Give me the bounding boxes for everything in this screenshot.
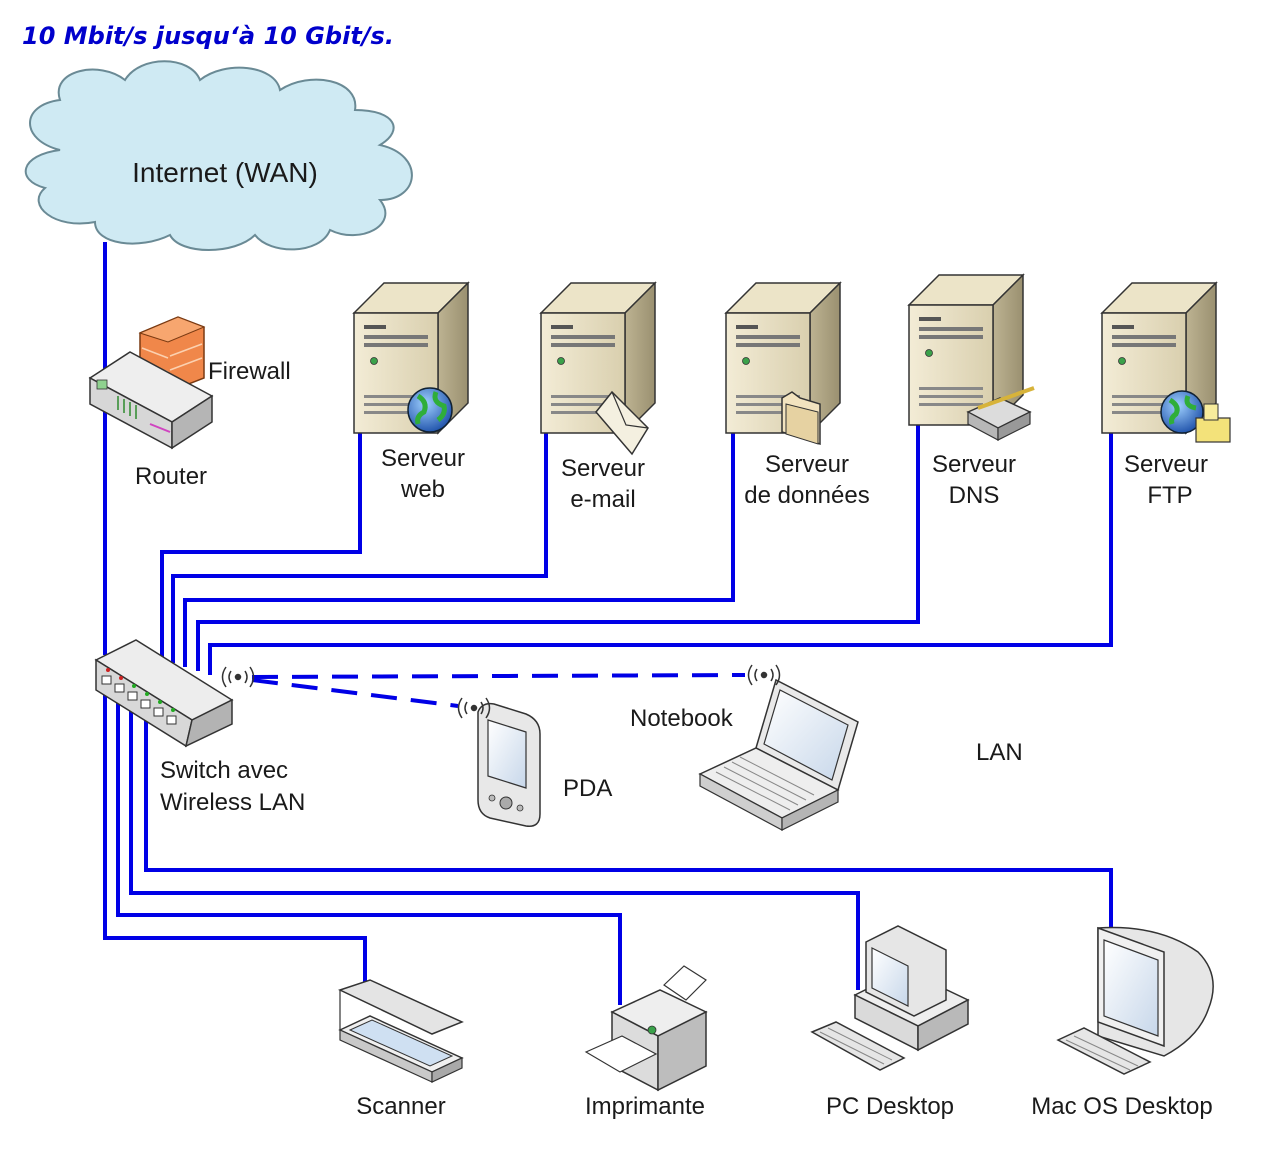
pda-label: PDA — [563, 775, 612, 802]
router-icon — [88, 351, 214, 450]
firewall-label: Firewall — [208, 358, 291, 385]
wire-printer — [116, 698, 622, 1005]
scanner-icon — [338, 979, 464, 1083]
wireless-antenna-icon — [221, 666, 255, 688]
notebook-device: Notebook — [630, 664, 859, 832]
pda-antenna-icon — [457, 697, 491, 719]
server-email: Serveur e-mail — [540, 282, 656, 513]
server-ftp-label-1: Serveur — [1124, 451, 1208, 478]
printer-device: Imprimante — [584, 965, 708, 1120]
wireless-link-notebook — [251, 673, 746, 679]
pc-device: PC Desktop — [810, 925, 970, 1120]
wire-mac — [144, 710, 1113, 930]
wireless-link-pda — [251, 678, 459, 708]
notebook-antenna-icon — [747, 664, 781, 686]
lan-zone-label: LAN — [976, 739, 1023, 766]
pda-icon — [477, 702, 541, 827]
wire-scanner — [103, 690, 367, 985]
mac-device: Mac OS Desktop — [1031, 926, 1214, 1120]
server-ftp-label-2: FTP — [1147, 482, 1192, 509]
router-label: Router — [135, 463, 207, 490]
wire-server-dns — [196, 412, 920, 671]
server-data-label-1: Serveur — [765, 451, 849, 478]
server-web-label-2: web — [400, 476, 445, 503]
server-data: Serveur de données — [725, 282, 870, 509]
switch-label-1: Switch avec — [160, 757, 288, 784]
server-email-label-2: e-mail — [570, 486, 635, 513]
scanner-device: Scanner — [338, 979, 464, 1120]
wire-server-ftp — [208, 425, 1113, 675]
wire-pc — [129, 704, 860, 990]
printer-label: Imprimante — [585, 1093, 705, 1120]
server-email-label-1: Serveur — [561, 455, 645, 482]
pda-device: PDA — [457, 697, 612, 827]
switch-icon — [94, 639, 234, 748]
wire-server-email — [171, 418, 548, 663]
header-caption: 10 Mbit/s jusqu‘à 10 Gbit/s. — [22, 22, 394, 50]
pc-desktop-icon — [810, 925, 970, 1071]
wireless-links — [251, 673, 746, 708]
tray-icon — [966, 386, 1035, 441]
server-data-label-2: de données — [744, 482, 869, 509]
folder-icon — [781, 391, 821, 446]
internet-cloud: Internet (WAN) — [24, 60, 413, 251]
printer-icon — [584, 965, 708, 1092]
notebook-label: Notebook — [630, 705, 734, 732]
server-dns-label-2: DNS — [949, 482, 1000, 509]
cloud-shape — [24, 60, 413, 251]
laptop-icon — [698, 678, 859, 832]
router-device: Firewall Router — [88, 316, 291, 490]
scanner-label: Scanner — [356, 1093, 445, 1120]
switch-label-2: Wireless LAN — [160, 789, 305, 816]
server-ftp: Serveur FTP — [1101, 282, 1231, 509]
network-wires — [103, 242, 1113, 1005]
mac-desktop-icon — [1056, 926, 1214, 1075]
envelope-icon — [595, 390, 649, 456]
switch-device: Switch avec Wireless LAN — [94, 639, 305, 816]
wire-server-data — [183, 420, 735, 667]
server-dns-label-1: Serveur — [932, 451, 1016, 478]
server-web: Serveur web — [353, 282, 469, 503]
cloud-label: Internet (WAN) — [132, 157, 318, 188]
server-dns: Serveur DNS — [908, 274, 1035, 509]
globe-icon — [407, 387, 453, 433]
server-web-label-1: Serveur — [381, 445, 465, 472]
mac-label: Mac OS Desktop — [1031, 1093, 1212, 1120]
pc-label: PC Desktop — [826, 1093, 954, 1120]
globe-folder-icon — [1160, 390, 1231, 443]
wire-server-web — [160, 418, 362, 660]
